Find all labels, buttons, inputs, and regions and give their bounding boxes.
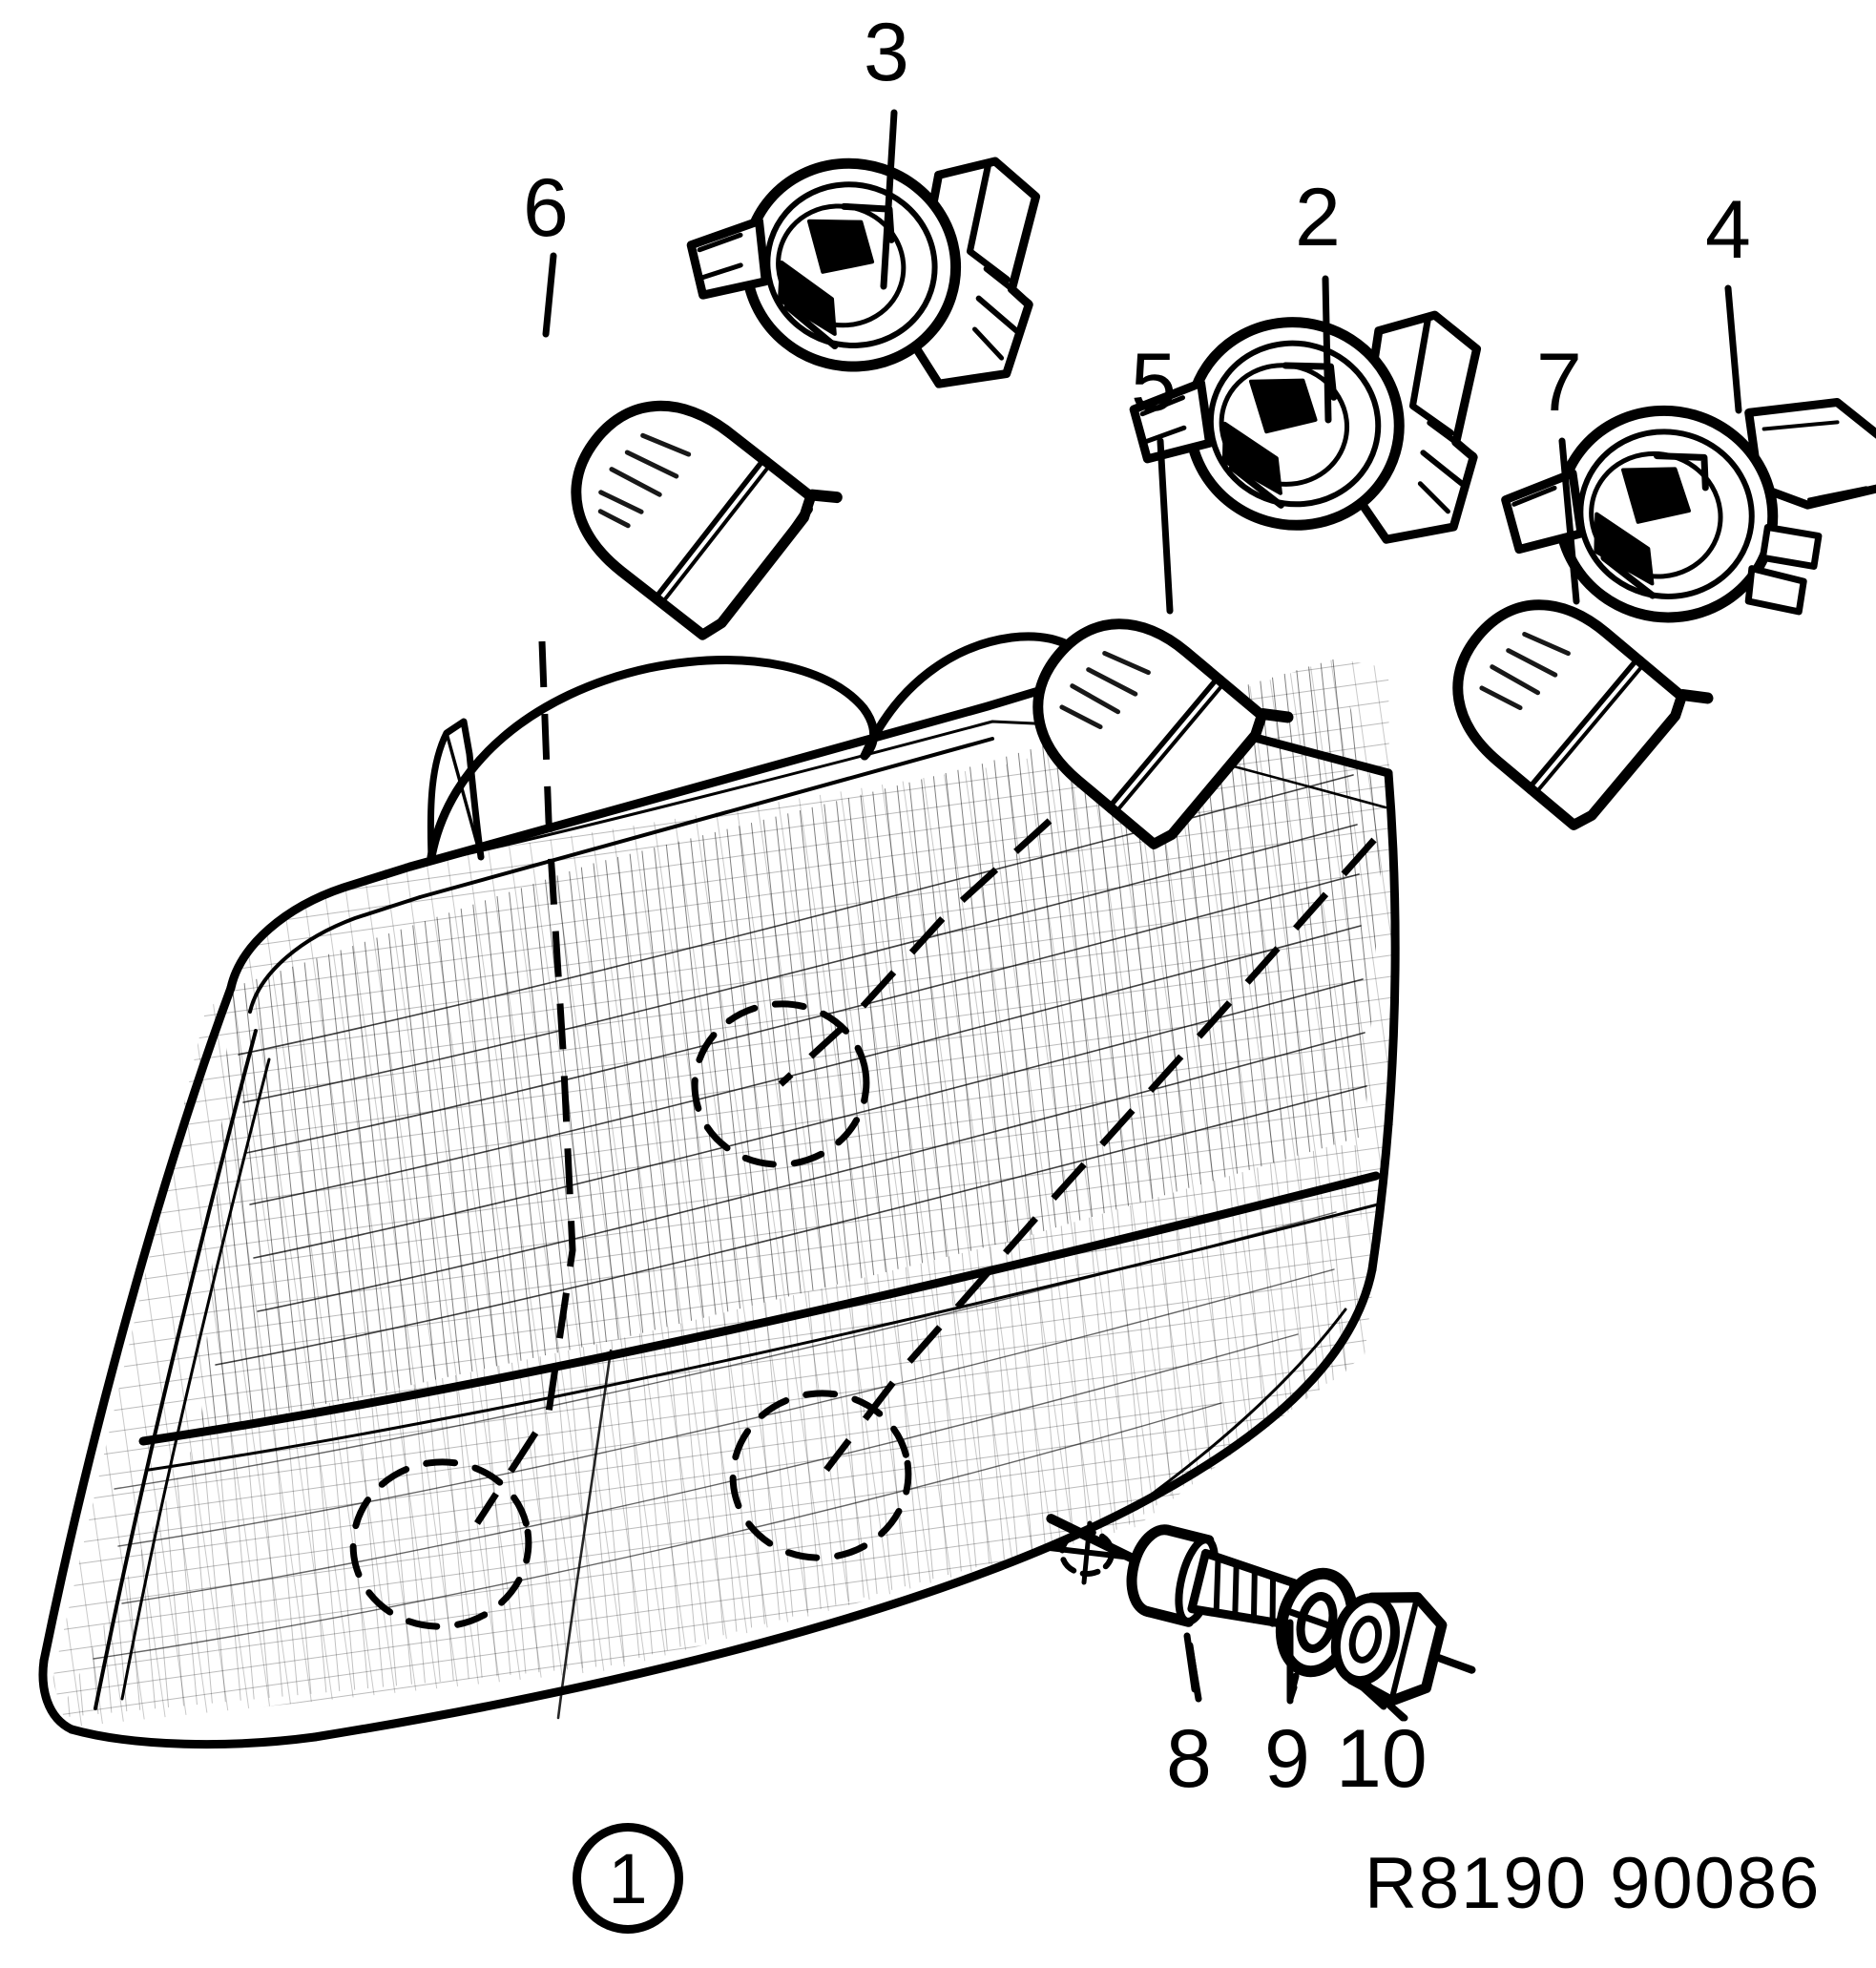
bulb-5 xyxy=(1032,618,1294,849)
bulb-location-markers xyxy=(349,1000,912,1630)
callout-8: 8 xyxy=(1166,1713,1212,1805)
bulb-holder-3 xyxy=(686,157,1041,388)
callout-3: 3 xyxy=(864,7,909,98)
assembly-centrelines xyxy=(474,640,1377,1525)
callout-6: 6 xyxy=(523,162,569,254)
nut-10 xyxy=(1330,1592,1476,1706)
main-callout-number: 1 xyxy=(608,1838,648,1918)
lens-body xyxy=(38,632,1400,1749)
callout-2: 2 xyxy=(1295,172,1341,263)
bulb-holder-4 xyxy=(1501,398,1876,623)
bulb-holder-2 xyxy=(1129,310,1482,544)
bulb-7 xyxy=(1452,599,1714,830)
bulb-6 xyxy=(571,400,843,640)
drawing-reference-code: R8190 90086 xyxy=(1365,1843,1822,1924)
callout-5: 5 xyxy=(1131,337,1177,429)
callout-9: 9 xyxy=(1264,1713,1310,1805)
main-callout-circle: 1 xyxy=(573,1823,683,1934)
callout-7: 7 xyxy=(1536,337,1582,429)
callout-leader-stems xyxy=(1186,1619,1407,1722)
callout-10: 10 xyxy=(1336,1713,1428,1805)
fastener-group xyxy=(1046,1514,1476,1706)
callout-4: 4 xyxy=(1705,184,1751,276)
